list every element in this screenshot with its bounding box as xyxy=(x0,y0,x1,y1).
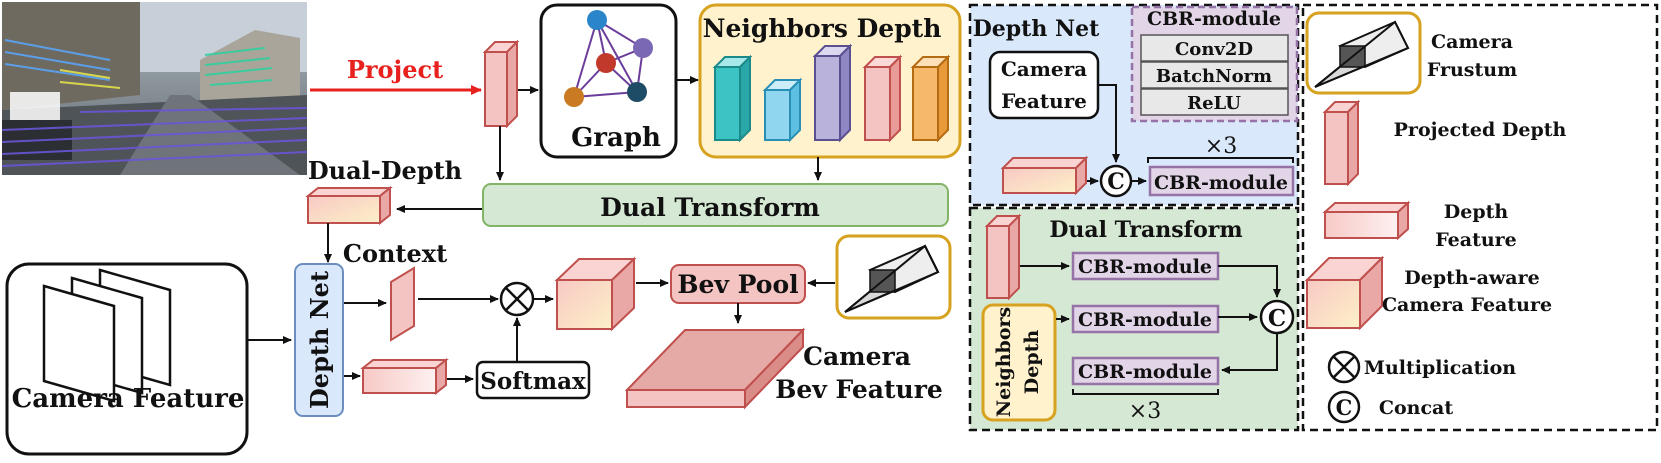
camera-frustum-icon xyxy=(835,234,952,320)
dn-depth-feature-box xyxy=(1000,155,1089,196)
legend-frustum-line2: Frustum xyxy=(1427,59,1517,81)
context-label: Context xyxy=(343,239,447,268)
graph-node-icon xyxy=(627,82,647,102)
dt-cbr-module-3-label: CBR-module xyxy=(1078,361,1212,383)
legend-concat: Concat xyxy=(1379,397,1453,419)
graph-node-icon xyxy=(587,10,607,30)
dn-concat-icon xyxy=(1099,164,1133,198)
camera-bev-line2: Bev Feature xyxy=(775,375,943,404)
neighbors-depth-box xyxy=(698,3,962,159)
cbr-layer-relu-label: ReLU xyxy=(1187,93,1241,114)
cbr-layer-batchnorm-label: BatchNorm xyxy=(1156,66,1272,87)
cbr-layer-batchnorm xyxy=(1140,61,1289,89)
legend-camera-frustum-icon xyxy=(1305,11,1422,95)
softmax-block xyxy=(475,360,591,400)
camera-bev-feature-slab xyxy=(624,327,806,410)
depth-net-panel-title: Depth Net xyxy=(973,16,1100,42)
dn-cbr-module xyxy=(1148,165,1295,197)
legend-projected-depth: Projected Depth xyxy=(1394,119,1567,141)
dt-projected-depth-box xyxy=(984,213,1022,301)
legend-depth-feature-line1: Depth xyxy=(1444,201,1509,223)
camera-bev-line1: Camera xyxy=(803,342,911,371)
legend-depth-feature-icon xyxy=(1322,200,1411,241)
bev-pool-label: Bev Pool xyxy=(677,270,798,299)
dn-cbr-module-label: CBR-module xyxy=(1154,172,1288,194)
dt-cbr-module-1-label: CBR-module xyxy=(1078,256,1212,278)
legend-depth-feature-line2: Feature xyxy=(1435,229,1517,251)
street-scene-image xyxy=(1,2,308,175)
dt-concat-icon xyxy=(1259,299,1295,335)
dual-transform-panel-title: Dual Transform xyxy=(1049,217,1242,243)
depth-feature-box xyxy=(360,357,449,396)
dt-cbr-module-3 xyxy=(1071,356,1220,386)
legend-multiplication: Multiplication xyxy=(1364,357,1516,379)
dt-repeat-label: ×3 xyxy=(1129,399,1161,424)
cbr-layer-conv2d xyxy=(1140,34,1289,62)
projected-depth-box xyxy=(482,39,520,129)
legend-projected-depth-icon xyxy=(1322,99,1361,187)
camera-feature-label: Camera Feature xyxy=(12,384,245,414)
dt-cbr-module-2-label: CBR-module xyxy=(1078,309,1212,331)
graph-node-icon xyxy=(633,38,653,58)
dt-neighbors-line1: Neighbors xyxy=(993,307,1015,417)
dn-concat-symbol: C xyxy=(1107,169,1125,195)
graph-node-icon xyxy=(564,87,584,107)
graph-label: Graph xyxy=(571,123,661,153)
dual-depth-box xyxy=(305,185,393,226)
project-label: Project xyxy=(347,55,443,84)
dt-neighbors-depth-box xyxy=(981,303,1057,422)
softmax-label: Softmax xyxy=(480,368,586,395)
neighbors-depth-title: Neighbors Depth xyxy=(703,14,942,43)
dual-transform-block xyxy=(482,183,949,227)
dn-repeat-bracket xyxy=(1147,157,1294,163)
dn-repeat-label: ×3 xyxy=(1205,134,1237,159)
depth-aware-cube xyxy=(554,256,637,332)
legend-depth-aware-line1: Depth-aware xyxy=(1404,267,1539,289)
camera-feature-box xyxy=(5,262,249,456)
dt-arrow-concat-to-cbr3 xyxy=(1221,334,1278,374)
dt-concat-symbol: C xyxy=(1268,305,1286,332)
dn-camera-feature-line2: Feature xyxy=(1001,89,1087,113)
dn-cbr-title: CBR-module xyxy=(1147,8,1281,30)
context-plane xyxy=(390,266,415,342)
dual-depth-label: Dual-Depth xyxy=(308,156,462,185)
dt-arrow-cbr1-to-concat xyxy=(1218,265,1281,298)
legend-depth-aware-line2: Camera Feature xyxy=(1382,294,1552,316)
legend-concat-symbol: C xyxy=(1336,395,1353,420)
dn-camera-feature-line1: Camera xyxy=(1001,57,1087,81)
cbr-layer-conv2d-label: Conv2D xyxy=(1175,39,1253,60)
dual-transform-label: Dual Transform xyxy=(600,193,820,222)
legend-depth-aware-cube-icon xyxy=(1304,255,1385,331)
legend-concat-icon xyxy=(1327,390,1361,424)
graph-node-icon xyxy=(596,53,616,73)
legend-frustum-line1: Camera xyxy=(1431,31,1513,53)
dt-neighbors-line2: Depth xyxy=(1021,330,1043,395)
dn-arrow-camfeat-to-concat xyxy=(1098,84,1120,163)
depth-net-block xyxy=(294,263,344,417)
cbr-layer-relu xyxy=(1140,88,1289,116)
legend-multiplication-icon xyxy=(1327,350,1361,384)
depth-net-label: Depth Net xyxy=(305,271,334,409)
graph-box xyxy=(539,3,678,159)
multiplication-icon xyxy=(499,281,535,317)
dt-cbr-module-2 xyxy=(1071,304,1220,334)
dt-repeat-bracket xyxy=(1072,389,1219,395)
